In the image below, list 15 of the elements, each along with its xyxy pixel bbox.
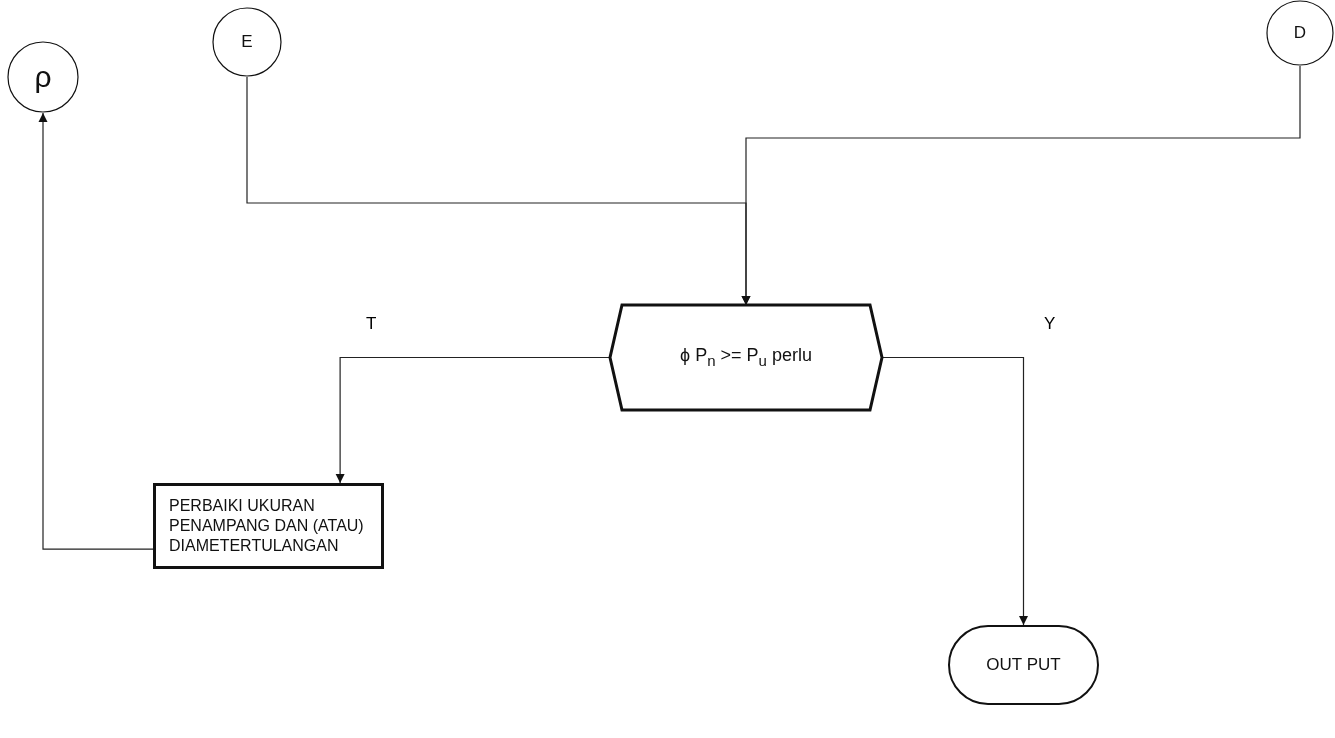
arrow bbox=[38, 112, 154, 550]
arrow bbox=[741, 65, 1301, 306]
node-text: D bbox=[1293, 22, 1307, 44]
node-text: ρ bbox=[34, 59, 52, 96]
decision-hexagon bbox=[610, 305, 882, 410]
node-text: E bbox=[241, 31, 253, 53]
node-text: OUT PUT bbox=[986, 654, 1061, 676]
connector-circle bbox=[212, 7, 282, 77]
node-text: ϕ P$_{n}$ >= P$_{u}$ perlu bbox=[680, 344, 812, 371]
process-box bbox=[153, 483, 384, 569]
node-text: PERBAIKI UKURAN PENAMPANG DAN (ATAU) DIAMETERTULANGAN bbox=[169, 496, 365, 556]
connector-circle bbox=[1266, 0, 1334, 66]
connector-circle bbox=[7, 41, 79, 113]
arrow bbox=[335, 356, 611, 484]
arrow bbox=[881, 356, 1028, 626]
